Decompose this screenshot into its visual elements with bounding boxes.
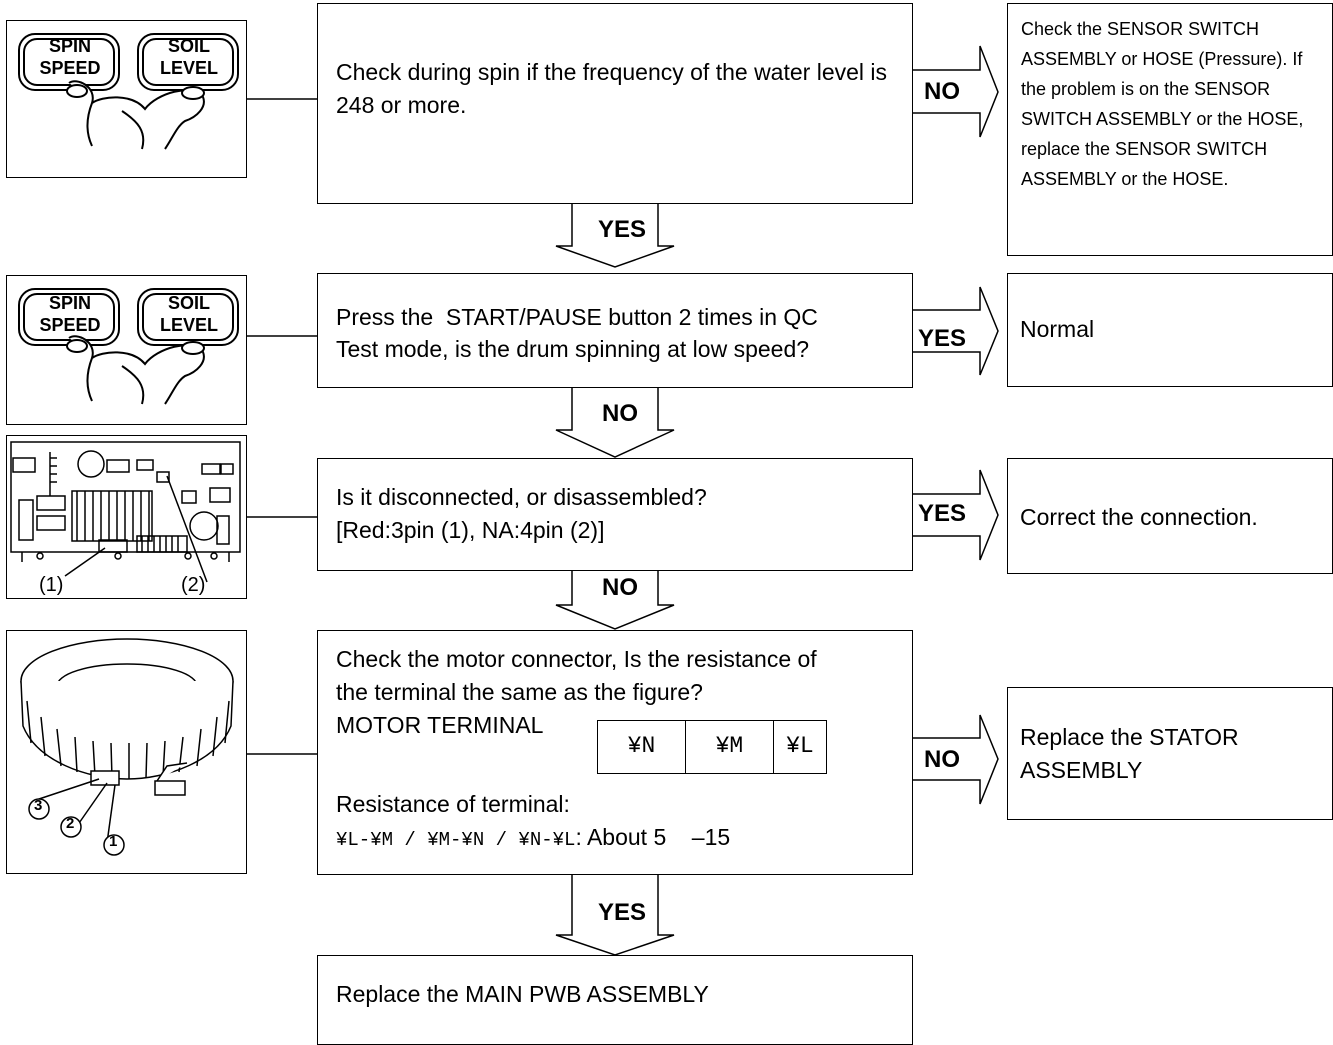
- terminal-cell: ¥M: [686, 721, 774, 773]
- soil-text: SOIL: [167, 293, 210, 313]
- hand-buttons-icon: [18, 288, 239, 405]
- step4-no-result-line2: ASSEMBLY: [1020, 757, 1143, 783]
- terminal-cell: ¥L: [786, 733, 814, 759]
- stator-motor-icon: [20, 638, 234, 856]
- step4-question-box: Check the motor connector, Is the resist…: [317, 630, 913, 875]
- step1-question: Check during spin if the frequency of th…: [336, 59, 888, 118]
- resistance-pairs: ¥L-¥M / ¥M-¥N / ¥N-¥L: [336, 829, 576, 851]
- soil-text: SOIL: [167, 36, 210, 56]
- step4-line1: Check the motor connector, Is the resist…: [336, 646, 817, 672]
- step5-box: Replace the MAIN PWB ASSEMBLY: [317, 955, 913, 1045]
- step2-question-line1: Press the START/PAUSE button 2 times in …: [336, 304, 818, 330]
- motor-terminal-label: MOTOR TERMINAL: [336, 712, 544, 738]
- level-text: LEVEL: [159, 315, 218, 335]
- yes-arrow-2: [911, 286, 999, 376]
- step3-question-box: Is it disconnected, or disassembled? [Re…: [317, 458, 913, 571]
- illustration-stator: 3 2 1: [6, 630, 247, 874]
- no-arrow-3: [555, 569, 675, 630]
- step3-yes-result: Correct the connection.: [1020, 504, 1258, 530]
- step1-no-result-box: Check the SENSOR SWITCH ASSEMBLY or HOSE…: [1007, 3, 1333, 256]
- terminal-table: ¥N ¥M ¥L: [597, 720, 827, 774]
- speed-text: SPEED: [39, 315, 101, 335]
- speed-text: SPEED: [39, 58, 101, 78]
- resistance-value: : About 5 –15: [575, 824, 731, 850]
- no-arrow-4: [911, 714, 999, 805]
- step1-no-label: NO: [924, 78, 960, 105]
- step2-no-label: NO: [602, 400, 638, 427]
- resistance-label: Resistance of terminal:: [336, 791, 570, 817]
- step4-no-result-box: Replace the STATOR ASSEMBLY: [1007, 687, 1333, 820]
- yes-arrow-3: [911, 469, 999, 561]
- step3-question-line2: [Red:3pin (1), NA:4pin (2)]: [336, 517, 605, 543]
- step3-yes-label: YES: [918, 500, 967, 527]
- pcb-board-icon: [10, 441, 241, 583]
- step1-yes-label: YES: [598, 216, 647, 243]
- step3-yes-result-box: Correct the connection.: [1007, 458, 1333, 574]
- step2-yes-result: Normal: [1020, 316, 1095, 342]
- step1-question-box: Check during spin if the frequency of th…: [317, 3, 913, 204]
- pcb-label-1: (1): [39, 574, 64, 596]
- pcb-label-2: (2): [181, 574, 206, 596]
- stator-number-1: 1: [109, 833, 118, 850]
- step2-yes-label: YES: [918, 325, 967, 352]
- step3-no-label: NO: [602, 574, 638, 601]
- stator-number-3: 3: [34, 797, 43, 814]
- yes-arrow-1: [555, 202, 675, 268]
- spin-text: SPIN: [48, 293, 91, 313]
- step4-no-result-line1: Replace the STATOR: [1020, 724, 1239, 750]
- step1-no-result: Check the SENSOR SWITCH ASSEMBLY or HOSE…: [1021, 19, 1304, 189]
- hand-buttons-icon: [18, 33, 239, 150]
- step4-yes-label: YES: [598, 899, 647, 926]
- no-arrow-2: [555, 386, 675, 458]
- step4-line2: the terminal the same as the figure?: [336, 679, 703, 705]
- step2-yes-result-box: Normal: [1007, 273, 1333, 387]
- terminal-cell: ¥N: [598, 721, 686, 773]
- yes-arrow-4: [555, 873, 675, 956]
- step3-question-line1: Is it disconnected, or disassembled?: [336, 484, 707, 510]
- level-text: LEVEL: [159, 58, 218, 78]
- step5-text: Replace the MAIN PWB ASSEMBLY: [336, 981, 709, 1007]
- illustration-pcb: (1) (2): [6, 435, 247, 599]
- step4-no-label: NO: [924, 746, 960, 773]
- step2-question-box: Press the START/PAUSE button 2 times in …: [317, 273, 913, 388]
- resistance-line: ¥L-¥M / ¥M-¥N / ¥N-¥L: About 5 –15: [336, 821, 730, 857]
- stator-number-2: 2: [66, 815, 75, 832]
- spin-text: SPIN: [48, 36, 91, 56]
- step2-question-line2: Test mode, is the drum spinning at low s…: [336, 336, 810, 362]
- no-arrow-1: [911, 45, 999, 138]
